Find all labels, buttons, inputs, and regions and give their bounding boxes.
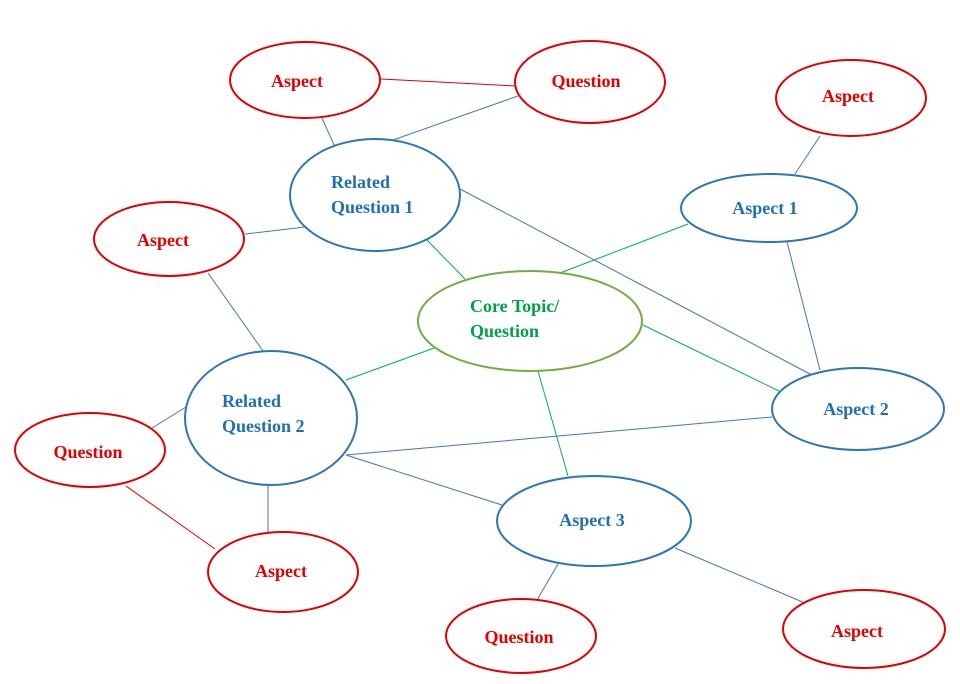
bottom-right-aspect-label: Aspect xyxy=(831,621,883,641)
link-left-aspect-rq1 xyxy=(244,226,306,235)
link-rq2-aspect3 xyxy=(345,454,503,506)
left-question-label: Question xyxy=(53,442,122,462)
aspect-3-label: Aspect 3 xyxy=(559,510,625,530)
bottom-right-aspect-node: Aspect xyxy=(782,589,946,669)
left-aspect-label: Aspect xyxy=(137,230,189,250)
bottom-left-aspect-node: Aspect xyxy=(207,531,359,613)
link-core-rq2 xyxy=(345,346,438,381)
bottom-left-aspect-label: Aspect xyxy=(255,561,307,581)
related-question-1-label-line2: Question 1 xyxy=(331,197,414,217)
left-question-node: Question xyxy=(14,412,166,488)
top-question-label: Question xyxy=(551,71,620,91)
link-core-aspect1 xyxy=(559,223,689,274)
right-top-aspect-label: Aspect xyxy=(822,86,874,106)
link-rq1-aspect2 xyxy=(459,188,811,375)
link-left-question-rq2 xyxy=(151,406,187,429)
aspect-3-node: Aspect 3 xyxy=(496,475,692,567)
related-question-1-node: Related Question 1 xyxy=(289,138,461,252)
core-topic-node: Core Topic/ Question xyxy=(417,270,643,372)
link-rq1-core xyxy=(426,239,466,280)
related-question-2-node: Related Question 2 xyxy=(184,350,358,486)
link-core-aspect3 xyxy=(537,370,569,477)
link-top-question-rq1 xyxy=(392,95,519,141)
left-aspect-node: Aspect xyxy=(93,201,245,277)
link-aspect1-aspect2 xyxy=(786,241,821,371)
bottom-question-label: Question xyxy=(484,627,553,647)
aspect-1-node: Aspect 1 xyxy=(680,173,858,243)
related-question-2-label-line1: Related xyxy=(222,391,281,411)
aspect-2-label: Aspect 2 xyxy=(823,399,889,419)
core-topic-label-line2: Question xyxy=(470,321,539,341)
link-core-aspect2 xyxy=(642,324,780,392)
link-rq2-aspect2 xyxy=(345,416,773,456)
aspect-1-label: Aspect 1 xyxy=(732,198,798,218)
link-left-aspect-rq2 xyxy=(207,272,264,352)
top-aspect-node: Aspect xyxy=(229,41,381,119)
link-right-top-aspect-aspect1 xyxy=(794,135,821,175)
link-aspect3-bottom-right-aspect xyxy=(674,547,806,604)
connector-lines xyxy=(125,78,821,604)
aspect-2-node: Aspect 2 xyxy=(771,367,945,451)
related-question-2-label-line2: Question 2 xyxy=(222,416,305,436)
top-aspect-label: Aspect xyxy=(271,71,323,91)
right-top-aspect-node: Aspect xyxy=(775,59,927,137)
link-aspect3-bottom-question xyxy=(536,563,559,601)
link-top-aspect-top-question xyxy=(379,78,517,87)
related-question-1-label-line1: Related xyxy=(331,172,390,192)
link-left-question-bottom-left-aspect xyxy=(125,485,216,550)
link-top-aspect-rq1 xyxy=(321,117,336,148)
bottom-question-node: Question xyxy=(445,598,597,674)
core-topic-label-line1: Core Topic/ xyxy=(470,296,560,316)
top-question-node: Question xyxy=(514,40,666,124)
